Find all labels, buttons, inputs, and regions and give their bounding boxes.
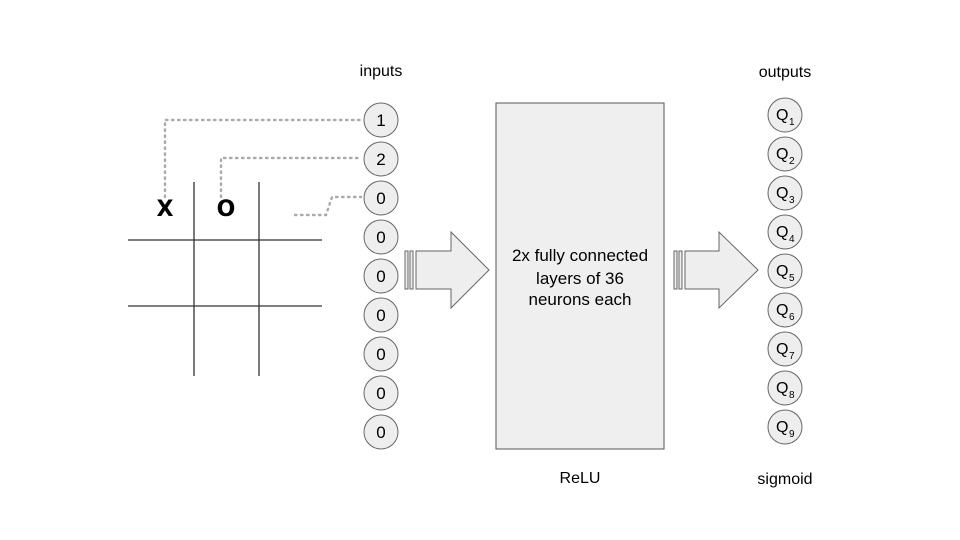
input-node: 0	[363, 297, 399, 333]
input-node: 0	[363, 336, 399, 372]
output-node-circle	[767, 370, 803, 406]
input-node-circle	[363, 414, 399, 450]
connector-cell-2	[219, 156, 363, 199]
inputs-label: inputs	[360, 63, 403, 80]
output-node-subscript: 2	[789, 156, 795, 167]
input-node: 0	[363, 375, 399, 411]
input-node-value: 2	[376, 150, 385, 169]
input-node-value: 1	[376, 111, 385, 130]
input-node: 0	[363, 258, 399, 294]
input-node-circle	[363, 297, 399, 333]
relu-label: ReLU	[560, 470, 601, 487]
output-node-letter: Q	[776, 146, 788, 163]
input-node-value: 0	[376, 345, 385, 364]
output-node-circle	[767, 409, 803, 445]
output-node-circle	[767, 214, 803, 250]
output-node-circle	[767, 175, 803, 211]
hidden-box-line-3: neurons each	[528, 290, 631, 309]
input-node-value: 0	[376, 189, 385, 208]
input-layer: 1 2 0 0 0 0 0 0 0	[363, 102, 399, 450]
board-cell-2-mark: O	[217, 197, 236, 222]
input-node-value: 0	[376, 423, 385, 442]
output-node-letter: Q	[776, 224, 788, 241]
connector-cell-1	[163, 118, 363, 199]
input-node-circle	[363, 180, 399, 216]
output-arrow	[673, 230, 759, 310]
output-node-circle	[767, 253, 803, 289]
connector-cell-3	[293, 195, 363, 217]
output-node-letter: Q	[776, 380, 788, 397]
output-node-subscript: 9	[789, 429, 795, 440]
input-node: 0	[363, 414, 399, 450]
output-node-subscript: 3	[789, 195, 795, 206]
input-node-circle	[363, 258, 399, 294]
input-node: 0	[363, 180, 399, 216]
input-node-circle	[363, 336, 399, 372]
output-node-circle	[767, 292, 803, 328]
input-node-value: 0	[376, 384, 385, 403]
input-node: 0	[363, 219, 399, 255]
input-node: 2	[363, 141, 399, 177]
input-node-value: 0	[376, 306, 385, 325]
sigmoid-label: sigmoid	[757, 471, 812, 488]
output-node-circle	[767, 97, 803, 133]
input-node-circle	[363, 141, 399, 177]
output-node-circle	[767, 136, 803, 172]
output-node-subscript: 8	[789, 390, 795, 401]
output-node-subscript: 4	[789, 234, 795, 245]
output-node-subscript: 6	[789, 312, 795, 323]
output-node-subscript: 7	[789, 351, 795, 362]
output-node-letter: Q	[776, 302, 788, 319]
input-arrow	[404, 230, 490, 310]
board-cell-1-mark: X	[157, 197, 174, 222]
output-node-letter: Q	[776, 107, 788, 124]
output-node-letter: Q	[776, 341, 788, 358]
output-node-subscript: 1	[789, 117, 795, 128]
output-node-subscript: 5	[789, 273, 795, 284]
output-node-circle	[767, 331, 803, 367]
hidden-box-line-1: 2x fully connected	[512, 246, 648, 265]
input-node-circle	[363, 375, 399, 411]
input-node: 1	[363, 102, 399, 138]
output-node-letter: Q	[776, 419, 788, 436]
outputs-label: outputs	[759, 64, 811, 81]
output-node-letter: Q	[776, 185, 788, 202]
output-node-letter: Q	[776, 263, 788, 280]
cell-to-input-connectors	[163, 118, 363, 217]
hidden-box-line-2: layers of 36	[536, 269, 624, 288]
hidden-layers-box: 2x fully connected layers of 36 neurons …	[495, 102, 665, 450]
input-node-circle	[363, 102, 399, 138]
input-node-value: 0	[376, 228, 385, 247]
input-node-value: 0	[376, 267, 385, 286]
input-node-circle	[363, 219, 399, 255]
